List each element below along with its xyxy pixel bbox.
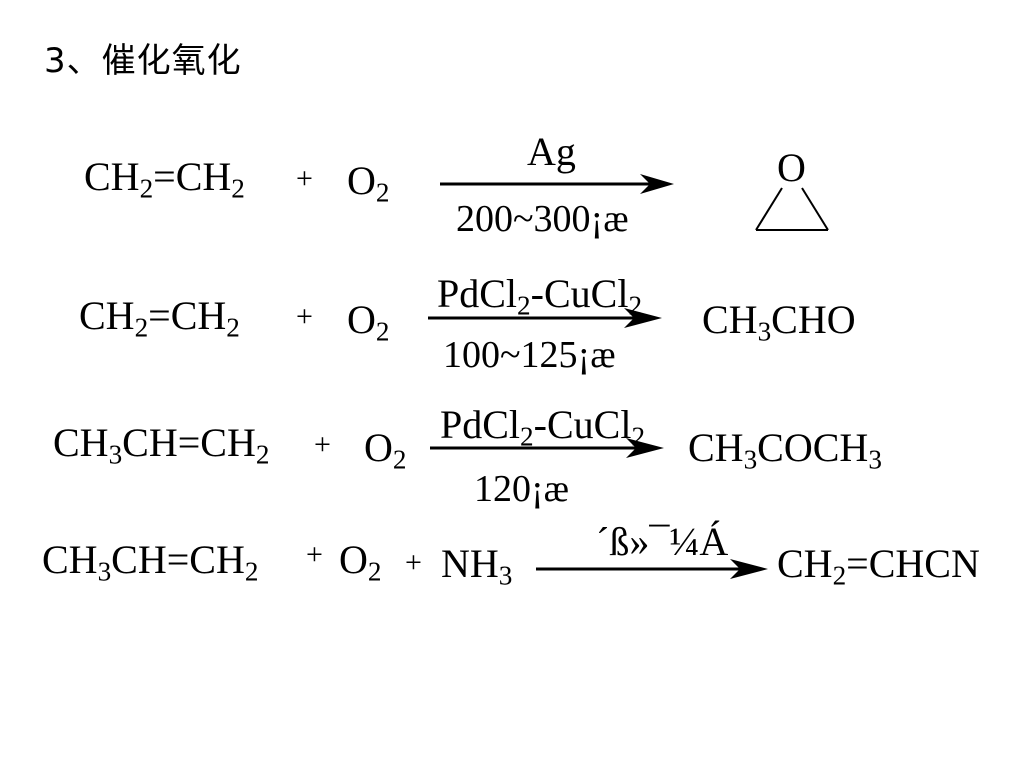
condition-label: 200~300¡æ <box>456 198 629 240</box>
epoxide-ring-bonds <box>755 187 829 231</box>
product-formula: CH3COCH3 <box>688 425 882 475</box>
product-formula: CH2=CHCN <box>777 541 980 591</box>
plus-sign: + <box>296 300 313 333</box>
condition-label: 100~125¡æ <box>443 334 616 376</box>
reactant-formula: CH2=CH2 <box>84 154 245 204</box>
reaction-arrow <box>430 438 664 458</box>
reactant-formula: CH2=CH2 <box>79 293 240 343</box>
reaction-arrow <box>440 174 674 194</box>
reaction-arrow <box>536 559 768 579</box>
reaction-arrow <box>428 308 662 328</box>
plus-sign: + <box>405 546 422 579</box>
product-formula: CH3CHO <box>702 297 856 347</box>
reactant-formula: CH3CH=CH2 <box>42 537 259 587</box>
catalyst-label: ´ß»¯¼Á <box>596 519 729 564</box>
plus-sign: + <box>306 538 323 571</box>
catalyst-label: PdCl2-CuCl2 <box>440 402 646 452</box>
condition-label: 120¡æ <box>474 468 569 510</box>
ammonia-formula: NH3 <box>441 541 513 591</box>
oxygen-formula: O2 <box>339 537 382 587</box>
plus-sign: + <box>314 428 331 461</box>
catalyst-label: PdCl2-CuCl2 <box>437 271 643 321</box>
oxygen-formula: O2 <box>347 158 390 208</box>
plus-sign: + <box>296 162 313 195</box>
reactant-formula: CH3CH=CH2 <box>53 420 270 470</box>
catalyst-label: Ag <box>527 129 576 174</box>
epoxide-oxygen-atom: O <box>777 145 806 190</box>
oxygen-formula: O2 <box>364 425 407 475</box>
section-title: 3、催化氧化 <box>44 41 242 81</box>
oxygen-formula: O2 <box>347 297 390 347</box>
